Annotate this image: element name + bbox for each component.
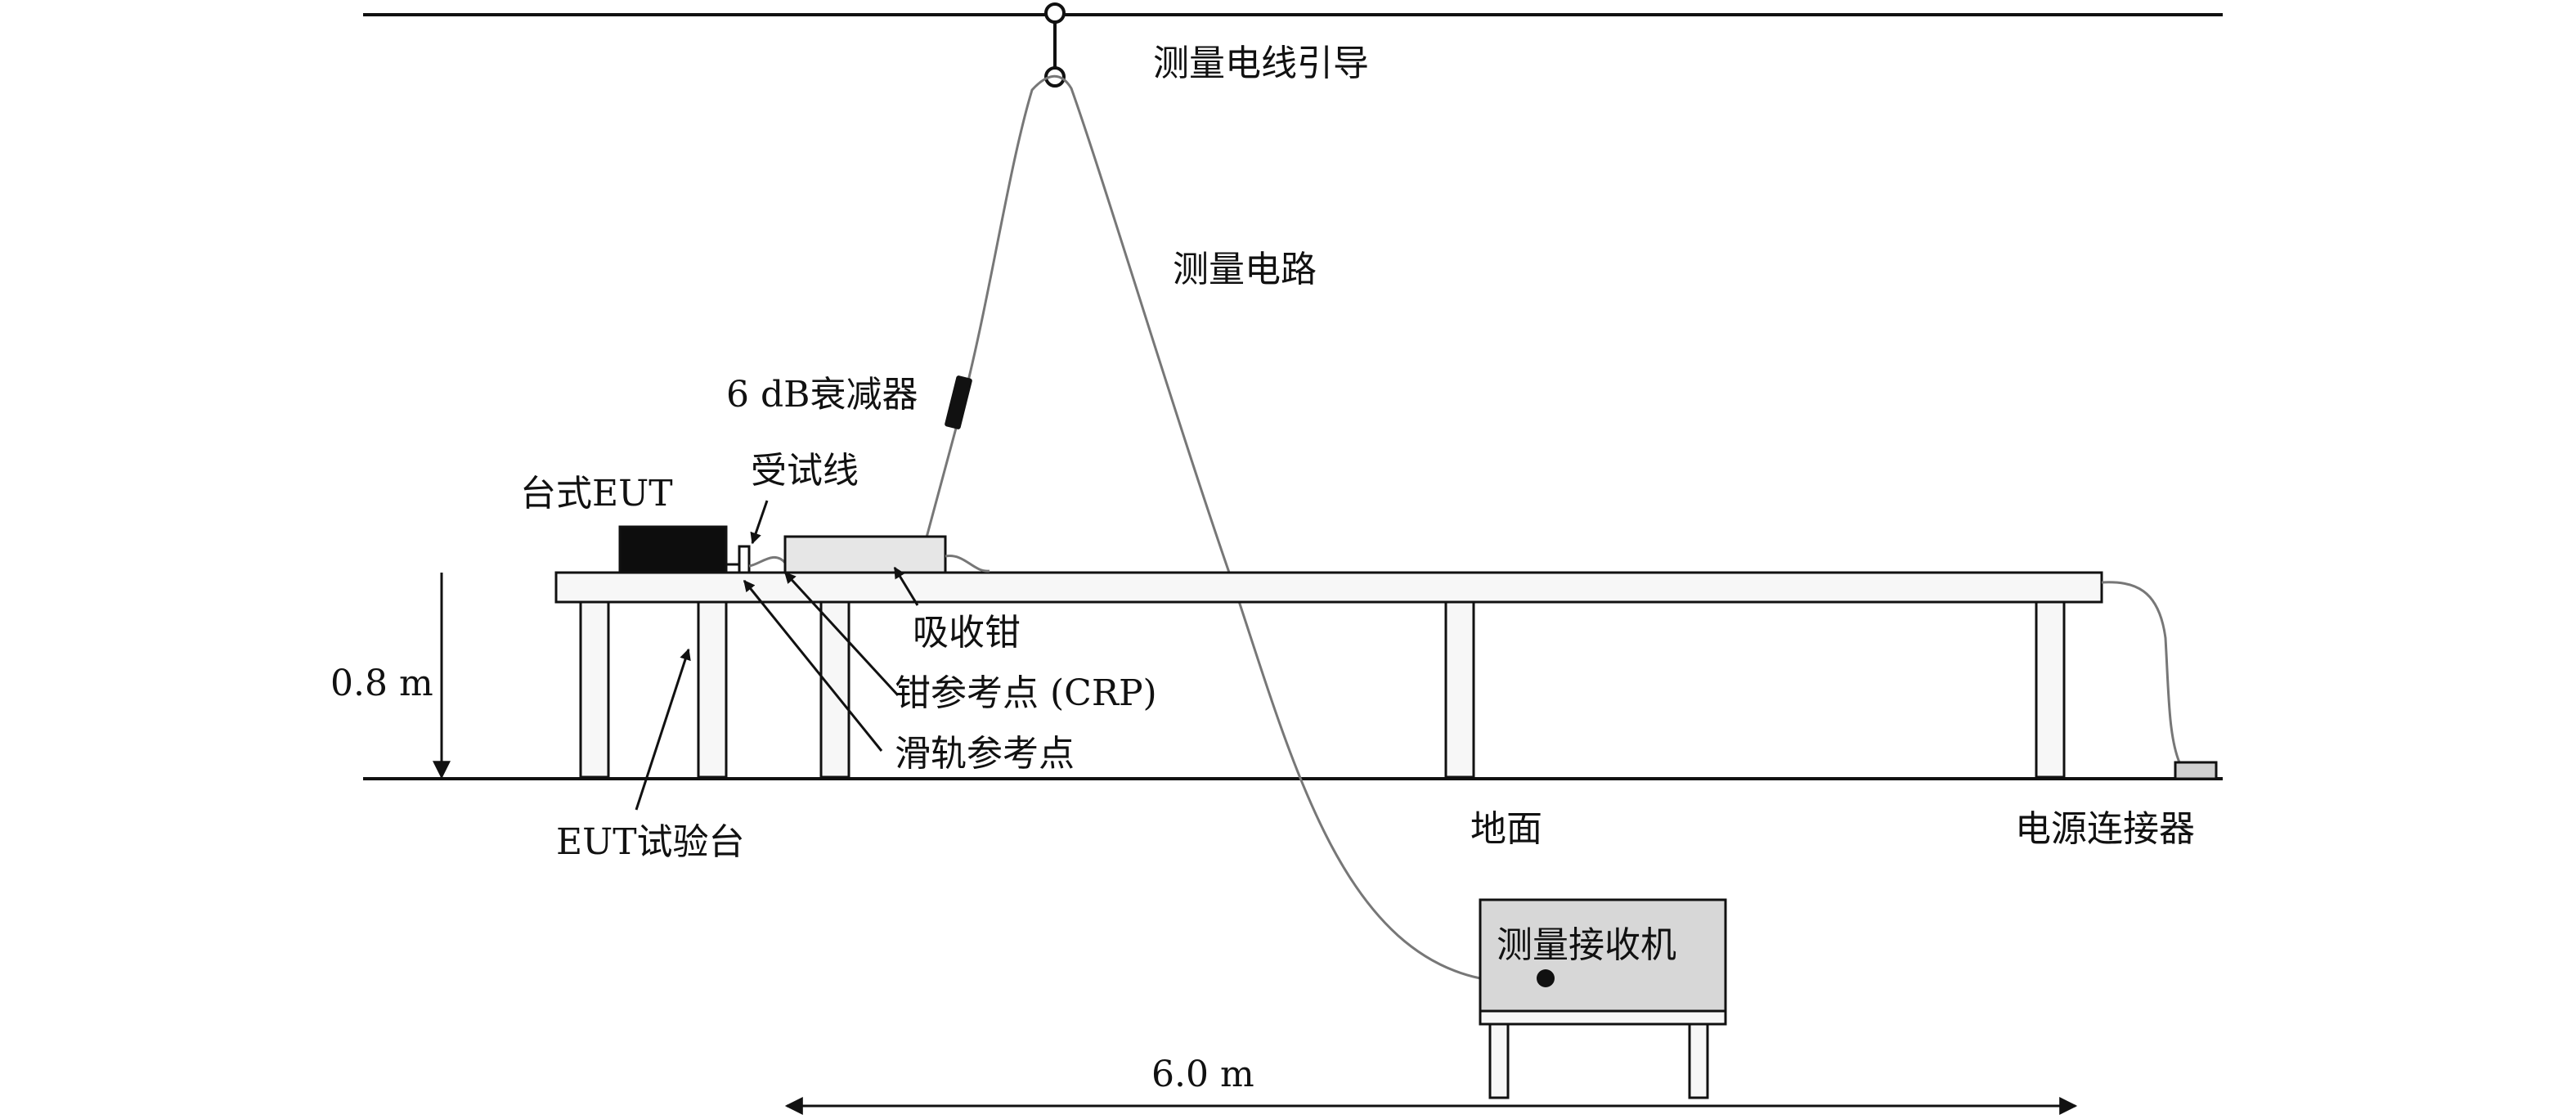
absorbing-clamp	[783, 535, 947, 574]
measuring-receiver	[1479, 898, 1727, 1099]
crp-leader	[783, 571, 900, 697]
power-cable	[2101, 581, 2181, 763]
wire-guide-label: 测量电线引导	[1153, 43, 1369, 84]
measuring-receiver-label: 测量接收机	[1497, 924, 1676, 966]
slide-reference-label: 滑轨参考点	[895, 733, 1075, 775]
ground-label: 地面	[1470, 808, 1542, 850]
crp-label: 钳参考点 (CRP)	[895, 672, 1157, 714]
length-label: 6.0 m	[1151, 1054, 1254, 1095]
eut-table-top	[554, 571, 2103, 604]
height-label: 0.8 m	[330, 663, 433, 704]
power-connector-label: 电源连接器	[2015, 808, 2195, 850]
pulley-icon	[1044, 2, 1066, 88]
absorbing-clamp-leader	[893, 566, 919, 606]
cable-under-test-connector	[738, 545, 751, 574]
clamp-cable	[945, 555, 990, 573]
power-connector-icon	[2174, 761, 2218, 780]
measurement-circuit-label: 测量电路	[1173, 249, 1317, 290]
slide-reference-leader	[743, 579, 883, 752]
eut-test-table-label: EUT试验台	[556, 821, 745, 863]
receiver-input-port-icon	[1537, 969, 1555, 987]
tabletop-eut-label: 台式EUT	[520, 473, 673, 515]
attenuator-label: 6 dB衰减器	[726, 374, 918, 416]
eut-table-legs	[579, 600, 2066, 779]
attenuator-icon	[945, 375, 972, 429]
cable-under-test-label: 受试线	[751, 450, 859, 492]
measurement-cable	[922, 74, 1481, 980]
absorbing-clamp-label: 吸收钳	[913, 612, 1021, 654]
cable-under-test-leader	[750, 500, 769, 545]
eut-test-table-leader	[635, 648, 691, 811]
eut-box	[618, 525, 728, 574]
